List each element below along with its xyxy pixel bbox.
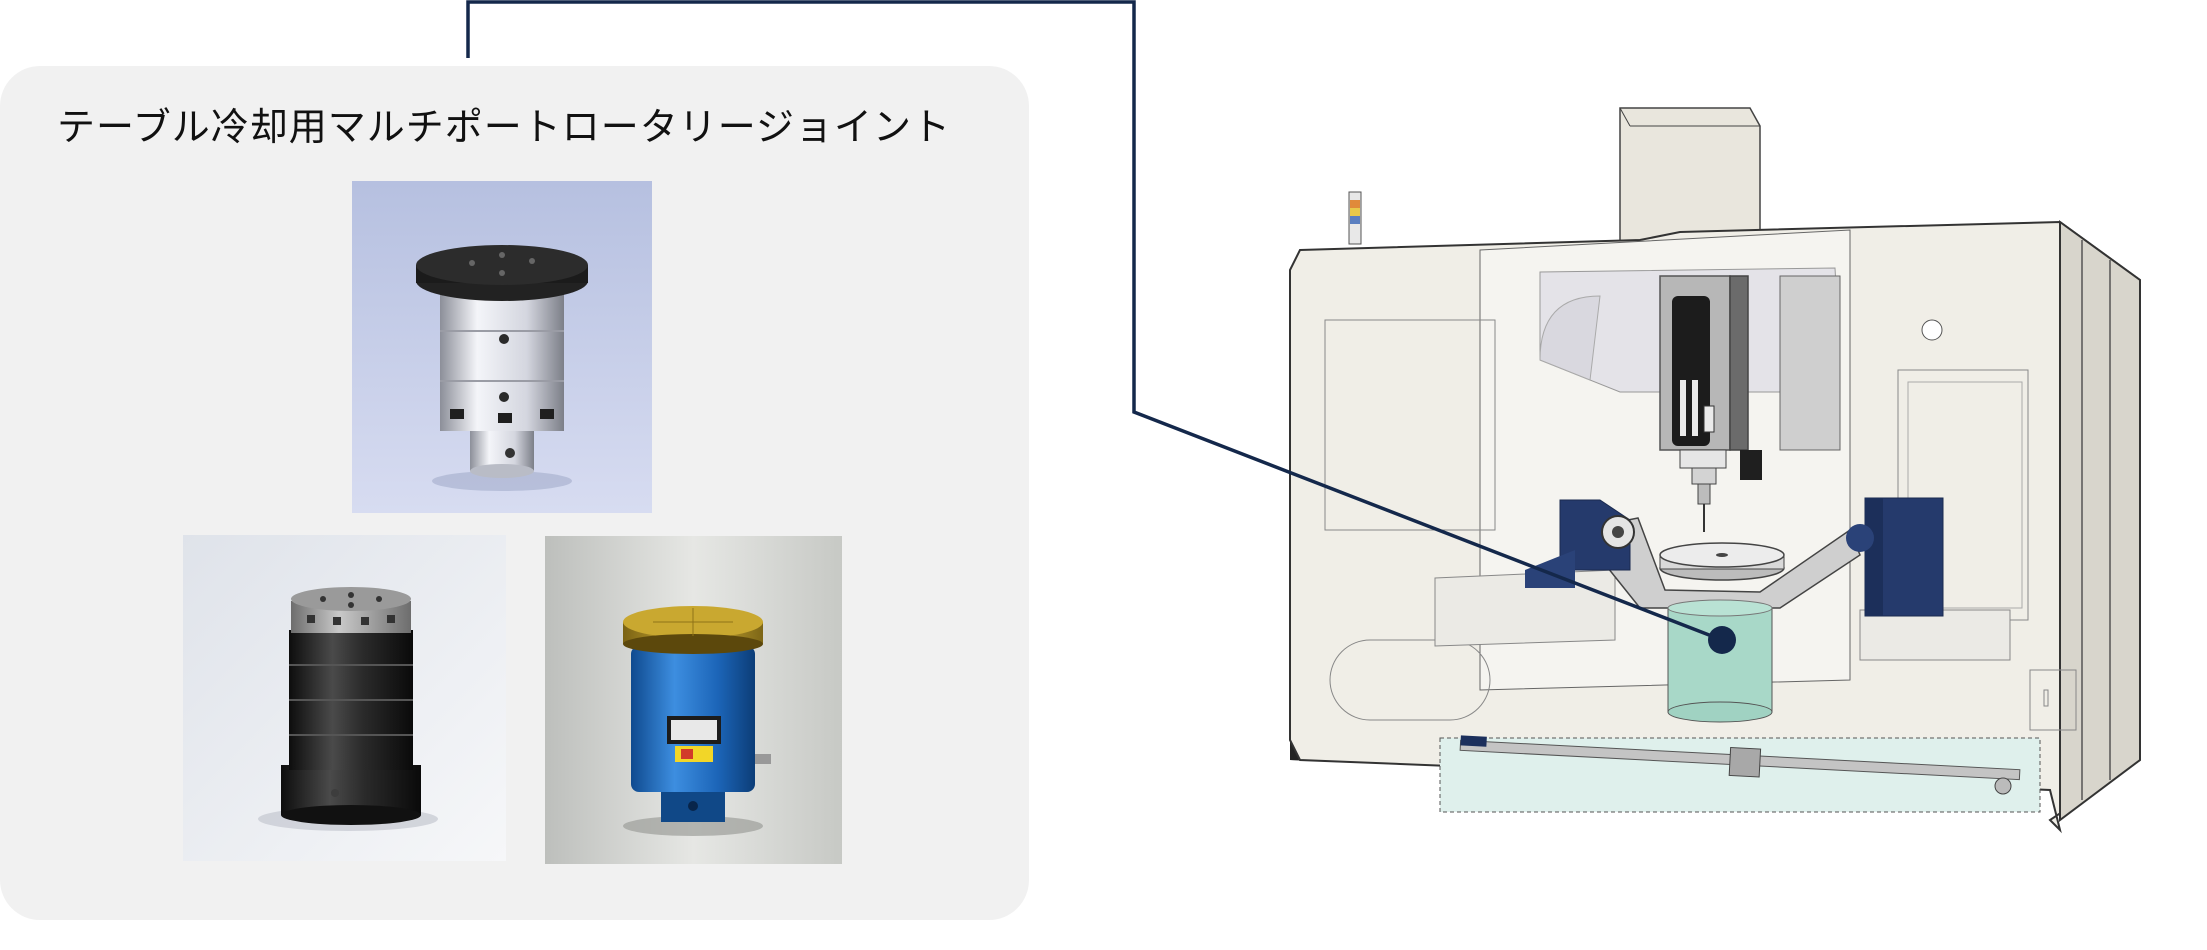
blue-rotary-joint-photo xyxy=(545,536,842,864)
rotary-joint-location xyxy=(1667,599,1773,723)
silver-rotary-joint-photo xyxy=(352,181,652,513)
right-trunnion xyxy=(1846,497,1944,617)
signal-tower-icon xyxy=(1348,191,1362,245)
black-rotary-joint-photo xyxy=(183,535,506,861)
ball-screw xyxy=(1439,735,2041,813)
callout-title: テーブル冷却用マルチポートロータリージョイント xyxy=(57,105,951,149)
spindle-column-top xyxy=(1619,107,1761,251)
machining-center-illustration xyxy=(1289,107,2141,834)
callout-card: テーブル冷却用マルチポートロータリージョイント xyxy=(0,66,1029,920)
